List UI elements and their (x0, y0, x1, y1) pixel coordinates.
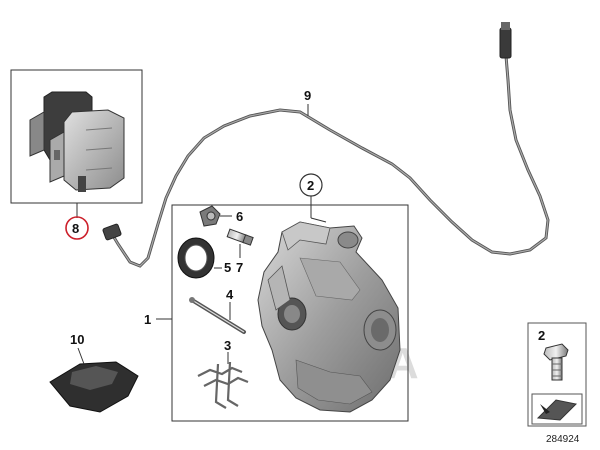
sensor-probe (102, 223, 122, 241)
brake-pad-inset (10, 69, 143, 204)
bleeder-screw (226, 228, 254, 246)
guide-pin (189, 297, 246, 334)
brake-caliper (257, 221, 401, 413)
grease-packet (49, 361, 139, 413)
bolt-inset: 2 (527, 322, 587, 427)
callout-5: 5 (224, 260, 231, 275)
piston-seal (177, 237, 215, 279)
bleeder-cap (199, 205, 221, 227)
callout-1: 1 (144, 312, 151, 327)
callout-7: 7 (236, 260, 243, 275)
callout-6: 6 (236, 209, 243, 224)
callout-10: 10 (70, 332, 84, 347)
callout-8-highlight[interactable] (65, 216, 89, 240)
callout-3: 3 (224, 338, 231, 353)
callout-4: 4 (226, 287, 234, 302)
wear-sensor-cable (110, 54, 550, 268)
callout-8: 8 (72, 221, 79, 236)
caliper-assembly-frame (171, 204, 409, 422)
callout-2-bolt: 2 (538, 328, 545, 343)
callout-9: 9 (304, 88, 311, 103)
diagram-number: 284924 (546, 434, 580, 445)
sensor-connector (499, 27, 512, 59)
callout-2: 2 (307, 178, 314, 193)
spring-clip (197, 361, 249, 409)
callout-10-leader (77, 347, 85, 365)
